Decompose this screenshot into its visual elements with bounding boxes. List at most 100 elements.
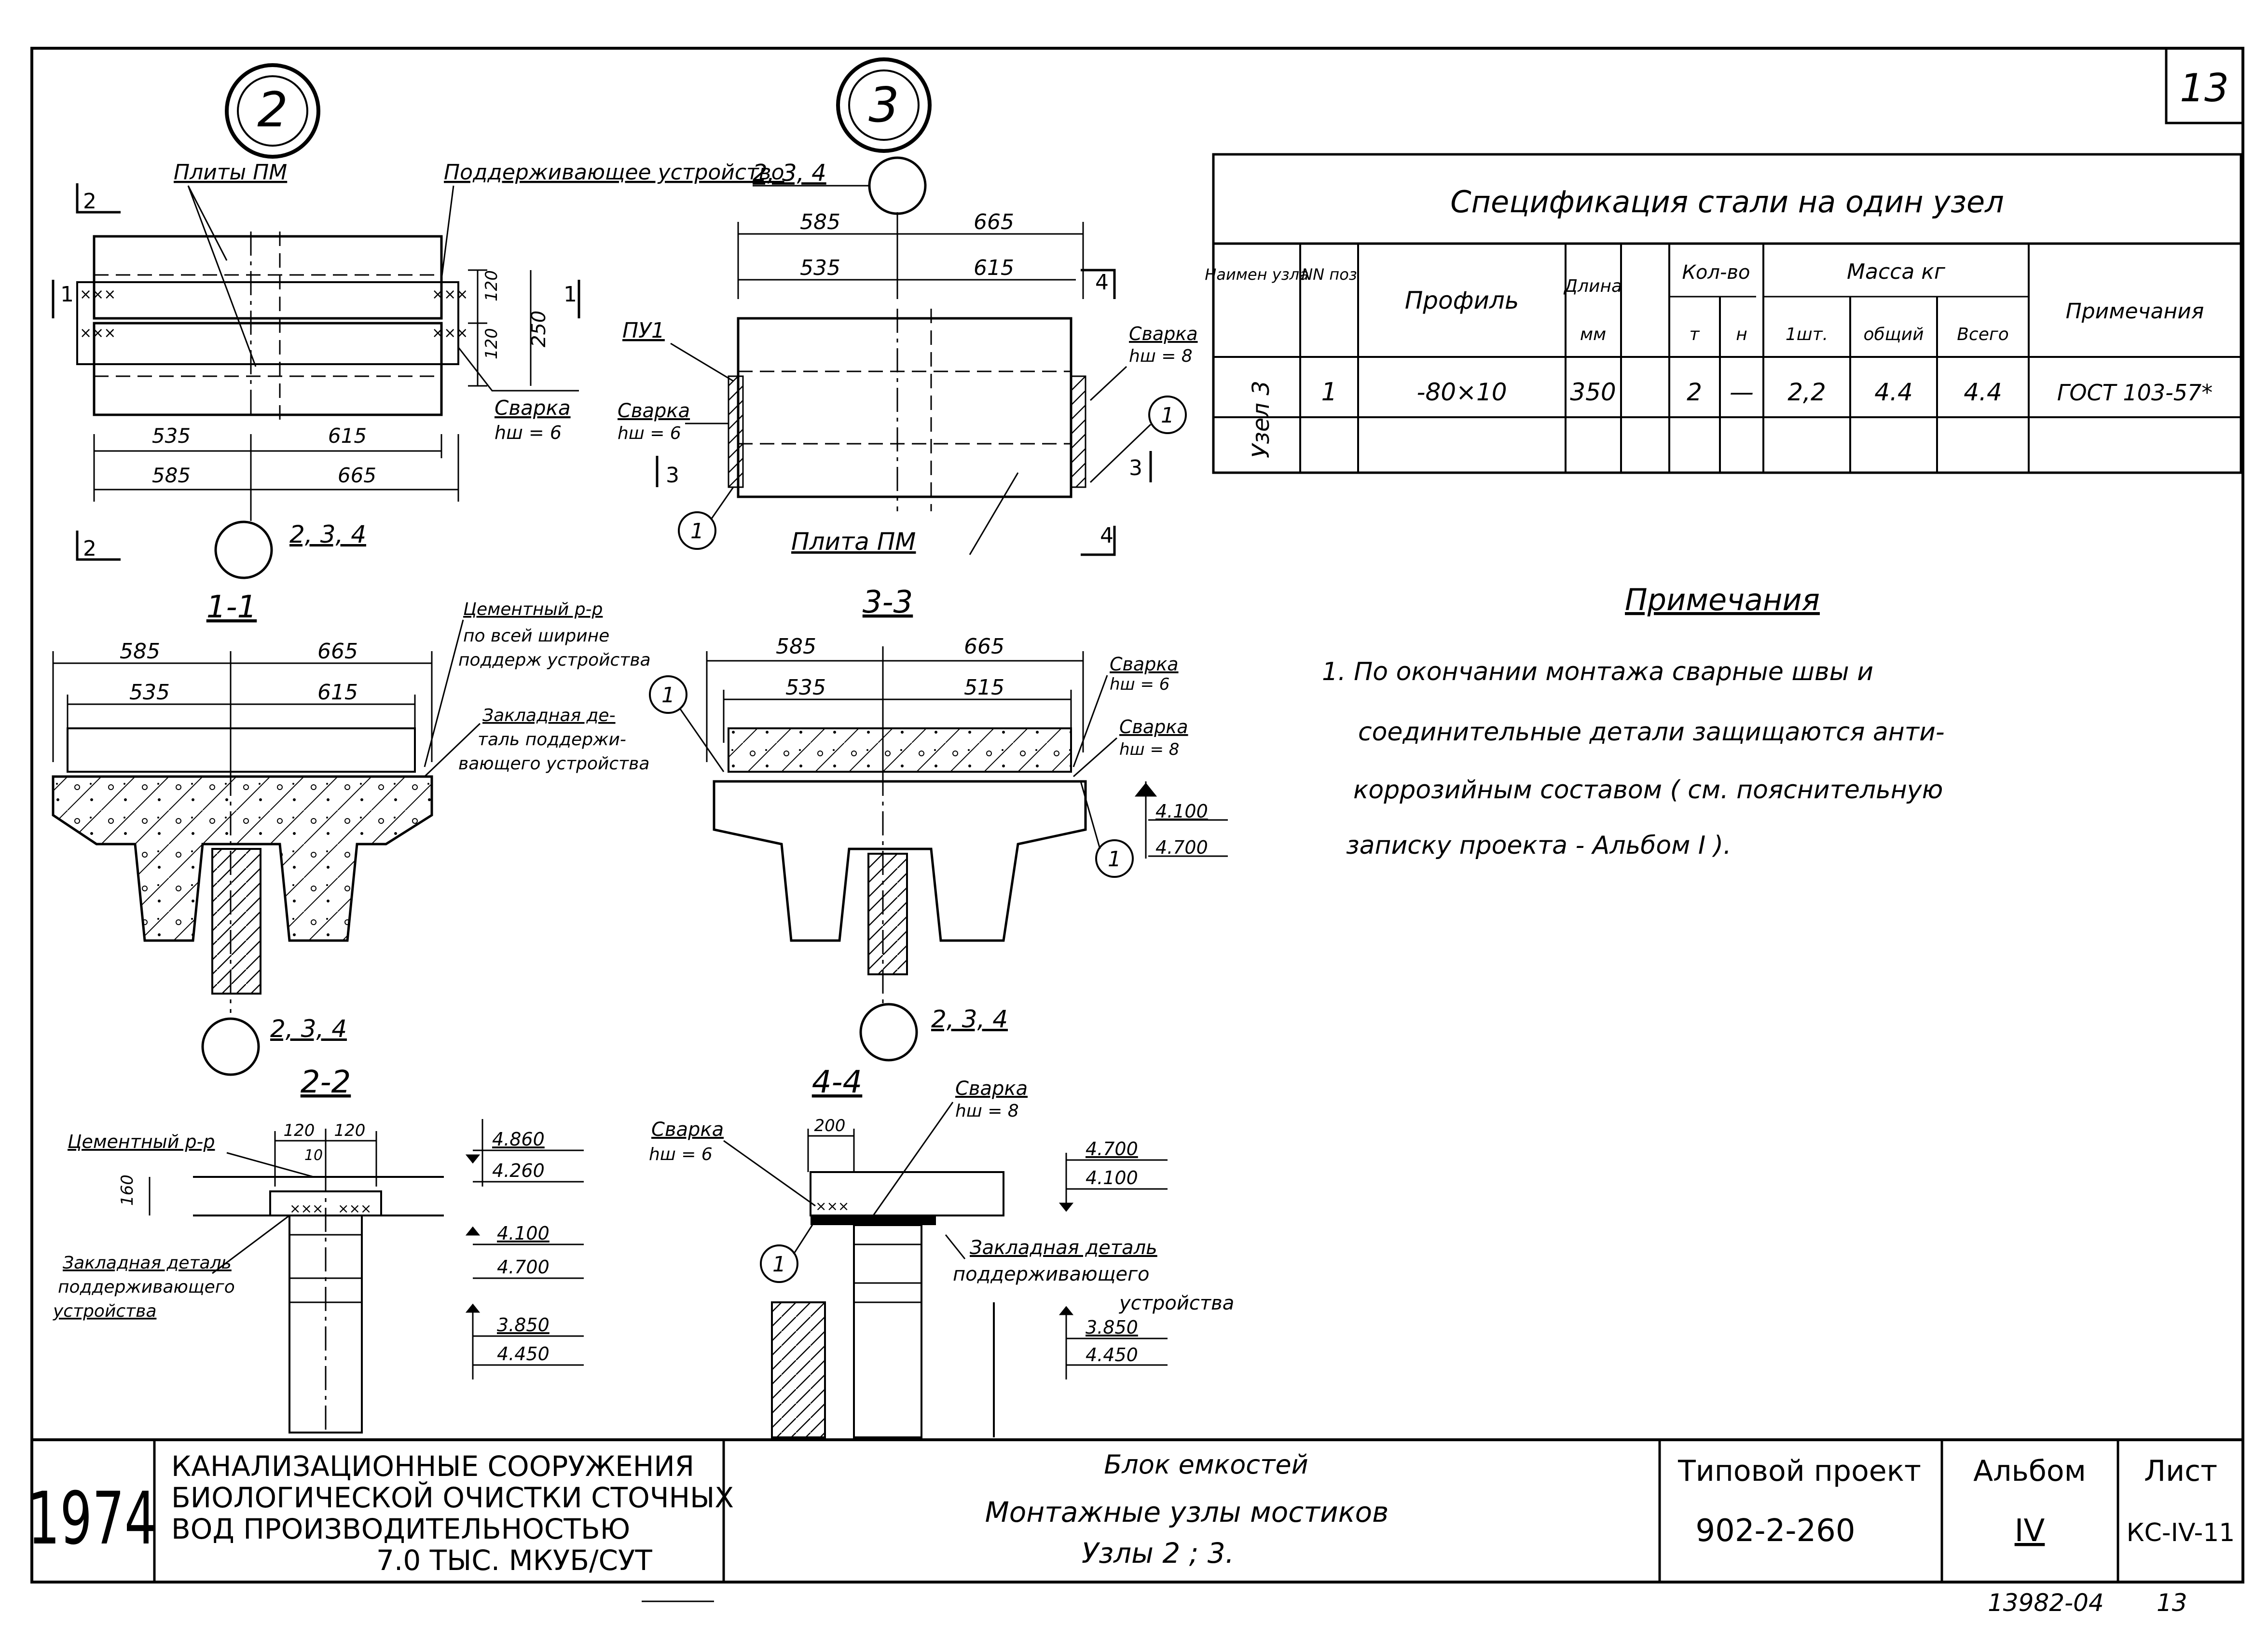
section-1-1-dim-665: 665 <box>317 639 358 664</box>
section-2-2-embed-2: поддерживающего <box>58 1277 235 1297</box>
node-2-number: 2 <box>257 82 288 138</box>
section-4-4-level-bot-2: 4.450 <box>1086 1344 1138 1365</box>
section-1-1: 1-1 585 665 535 615 2, 3, 4 Цементный р-… <box>52 589 651 1076</box>
node-3-dim-535: 535 <box>800 256 840 280</box>
section-1-1-dim-585: 585 <box>120 639 160 664</box>
title-desc-3: Узлы 2 ; 3. <box>1082 1537 1234 1570</box>
section-2-2-dim-120b: 120 <box>334 1121 366 1140</box>
section-2-2-level-bot-1: 3.850 <box>497 1314 550 1336</box>
section-1-1-dim-535: 535 <box>129 680 170 705</box>
node-2-dim-615: 615 <box>328 424 367 448</box>
node-2-dim-585: 585 <box>152 464 191 487</box>
node-3-section-3-right: 3 <box>1129 456 1142 480</box>
node-2-dim-120b: 120 <box>482 328 501 359</box>
section-2-2-title: 2-2 <box>301 1065 351 1100</box>
section-1-1-title: 1-1 <box>206 589 257 625</box>
section-3-3-weld-2-size: hш = 8 <box>1119 740 1179 759</box>
spec-row-total: 4.4 <box>1874 378 1913 406</box>
section-2-2-embed-1: Закладная деталь <box>63 1253 232 1273</box>
title-year: 1974 <box>27 1476 156 1561</box>
node-3-dim-665: 665 <box>974 210 1014 234</box>
section-1-1-mortar-2: по всей ширине <box>463 626 609 646</box>
notes-line-3: коррозийным составом ( см. пояснительную <box>1353 776 1943 805</box>
spec-row-all: 4.4 <box>1964 378 2002 406</box>
node-3-pos-right: 1 <box>1161 403 1174 428</box>
spec-header-length-unit: мм <box>1580 325 1606 344</box>
node-2-axis-ref: 2, 3, 4 <box>289 520 366 548</box>
footer-code: 13982-04 <box>1988 1589 2104 1617</box>
section-2-2-dim-160: 160 <box>118 1174 137 1206</box>
spec-header-mass-total: общий <box>1864 325 1924 344</box>
spec-row-note: ГОСТ 103-57* <box>2057 380 2213 406</box>
section-3-3-pos-left: 1 <box>661 683 675 708</box>
spec-header-mass-unit: 1шт. <box>1786 325 1828 344</box>
node-3-section-4-bottom: 4 <box>1100 523 1113 548</box>
svg-text:×××: ××× <box>80 325 116 341</box>
section-2-2-level-bot-2: 4.450 <box>497 1343 550 1365</box>
node-3-label-plate: Плита ПМ <box>791 528 916 556</box>
section-4-4-level-top-1: 4.700 <box>1086 1138 1138 1160</box>
title-desc-1: Блок емкостей <box>1104 1449 1308 1480</box>
section-1-1-mortar-1: Цементный р-р <box>463 600 603 619</box>
section-3-3-level-1: 4.100 <box>1155 801 1208 822</box>
section-3-3-axis-ref: 2, 3, 4 <box>931 1005 1008 1033</box>
svg-text:×××: ××× <box>289 1201 323 1216</box>
section-4-4-weld-1-size: hш = 6 <box>649 1145 713 1164</box>
node-2-dim-250: 250 <box>528 311 550 347</box>
sheet-frame <box>30 47 2244 1584</box>
node-3-number: 3 <box>868 77 899 133</box>
section-1-1-embed-2: таль поддержи- <box>478 730 626 750</box>
section-2-2-level-top-2: 4.260 <box>492 1160 545 1181</box>
svg-text:×××: ××× <box>815 1198 849 1214</box>
spec-row-t: 2 <box>1687 378 1702 406</box>
title-org-1: КАНАЛИЗАЦИОННЫЕ СООРУЖЕНИЯ <box>171 1450 694 1483</box>
svg-text:×××: ××× <box>432 325 468 341</box>
title-org-4: 7.0 ТЫС. МКУБ/СУТ <box>376 1544 652 1577</box>
section-2-2-level-mid-1: 4.100 <box>497 1223 550 1244</box>
section-3-3: 3-3 585 665 535 515 2, 3, 4 1 Сварка hш … <box>649 585 1228 1062</box>
spec-header-qty-t: т <box>1690 325 1700 344</box>
section-4-4-title: 4-4 <box>812 1065 863 1100</box>
node-2-section-2-bottom: 2 <box>83 536 96 561</box>
node-3-axis-ref: 2, 3, 4 <box>753 160 826 187</box>
node-3-dim-615: 615 <box>974 256 1014 280</box>
section-4-4-embed-2: поддерживающего <box>953 1263 1150 1285</box>
spec-header-mass: Масса кг <box>1847 259 1946 284</box>
title-project-label: Типовой проект <box>1677 1454 1921 1488</box>
section-3-3-level-2: 4.700 <box>1155 837 1208 858</box>
node-3-label-pu1: ПУ1 <box>622 318 665 343</box>
node-3-section-4-top: 4 <box>1095 270 1109 295</box>
spec-row-profile: -80×10 <box>1416 378 1507 406</box>
section-1-1-embed-3: вающего устройства <box>458 754 649 774</box>
notes-line-4: записку проекта - Альбом I ). <box>1346 831 1732 860</box>
node-3-pos-left: 1 <box>690 519 704 544</box>
section-3-3-dim-515: 515 <box>964 675 1004 700</box>
section-1-1-dim-615: 615 <box>317 680 358 705</box>
spec-header-name: Наимен узла <box>1205 265 1308 284</box>
section-1-1-axis-ref: 2, 3, 4 <box>270 1015 347 1043</box>
section-2-2-dim-10: 10 <box>304 1147 323 1164</box>
node-2-dim-535: 535 <box>152 424 191 448</box>
svg-text:×××: ××× <box>432 286 468 303</box>
spec-table: Спецификация стали на один узел Наимен у… <box>1205 153 2242 474</box>
node-2-label-support: Поддерживающее устройство <box>444 160 784 185</box>
title-block: 1974 КАНАЛИЗАЦИОННЫЕ СООРУЖЕНИЯ БИОЛОГИЧ… <box>27 1438 2243 1582</box>
sheet-number: 13 <box>2180 66 2229 110</box>
section-2-2-mortar: Цементный р-р <box>68 1131 215 1152</box>
spec-header-qty: Кол-во <box>1682 261 1750 284</box>
node-3-plan: 3 2, 3, 4 585 665 535 615 ПУ1 Сварка hш … <box>618 57 1198 556</box>
section-2-2: 2-2 Цементный р-р 120 120 10 160 ××× ×××… <box>53 1065 584 1434</box>
section-2-2-dim-120a: 120 <box>284 1121 315 1140</box>
section-4-4-level-bot-1: 3.850 <box>1086 1317 1138 1338</box>
spec-header-qty-n: н <box>1736 325 1747 344</box>
node-2-plan: 2 Плиты ПМ Поддерживающее устройство ×××… <box>52 63 784 579</box>
node-2-section-1-left: 1 <box>60 282 74 307</box>
section-4-4-embed-1: Закладная деталь <box>970 1237 1157 1259</box>
spec-row-pos: 1 <box>1321 378 1337 407</box>
node-3-section-3-left: 3 <box>666 463 679 488</box>
section-4-4-weld-1: Сварка <box>651 1119 724 1141</box>
section-4-4-weld-2-size: hш = 8 <box>955 1101 1019 1121</box>
notes-line-1: 1. По окончании монтажа сварные швы и <box>1322 657 1873 686</box>
spec-header-profile: Профиль <box>1405 287 1519 314</box>
